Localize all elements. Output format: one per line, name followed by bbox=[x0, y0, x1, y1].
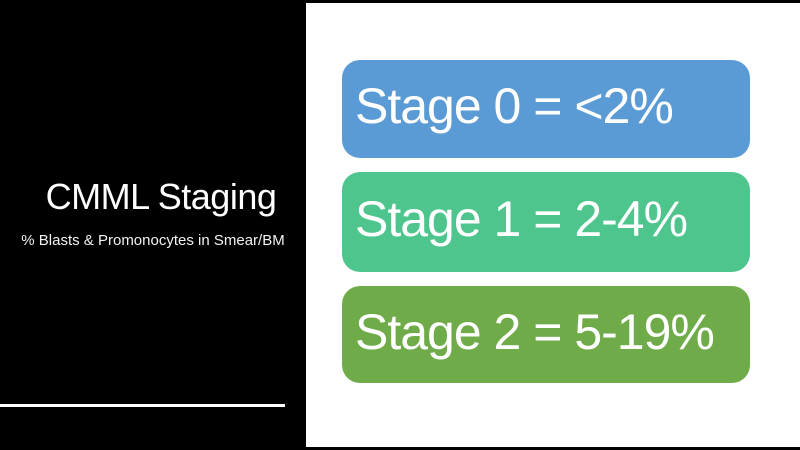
title-panel: CMML Staging % Blasts & Promonocytes in … bbox=[0, 0, 306, 450]
slide-subtitle: % Blasts & Promonocytes in Smear/BM bbox=[21, 232, 285, 249]
divider-line bbox=[0, 404, 285, 407]
stage-box-1: Stage 1 = 2-4% bbox=[342, 172, 750, 272]
stage-box-2: Stage 2 = 5-19% bbox=[342, 286, 750, 383]
top-edge-bar bbox=[0, 0, 800, 3]
stage-0-label: Stage 0 = <2% bbox=[355, 78, 674, 134]
bottom-edge-bar bbox=[0, 447, 800, 450]
slide-title: CMML Staging bbox=[45, 176, 277, 217]
stage-1-label: Stage 1 = 2-4% bbox=[355, 191, 688, 247]
stage-2-label: Stage 2 = 5-19% bbox=[355, 303, 715, 360]
stage-box-0: Stage 0 = <2% bbox=[342, 60, 750, 158]
